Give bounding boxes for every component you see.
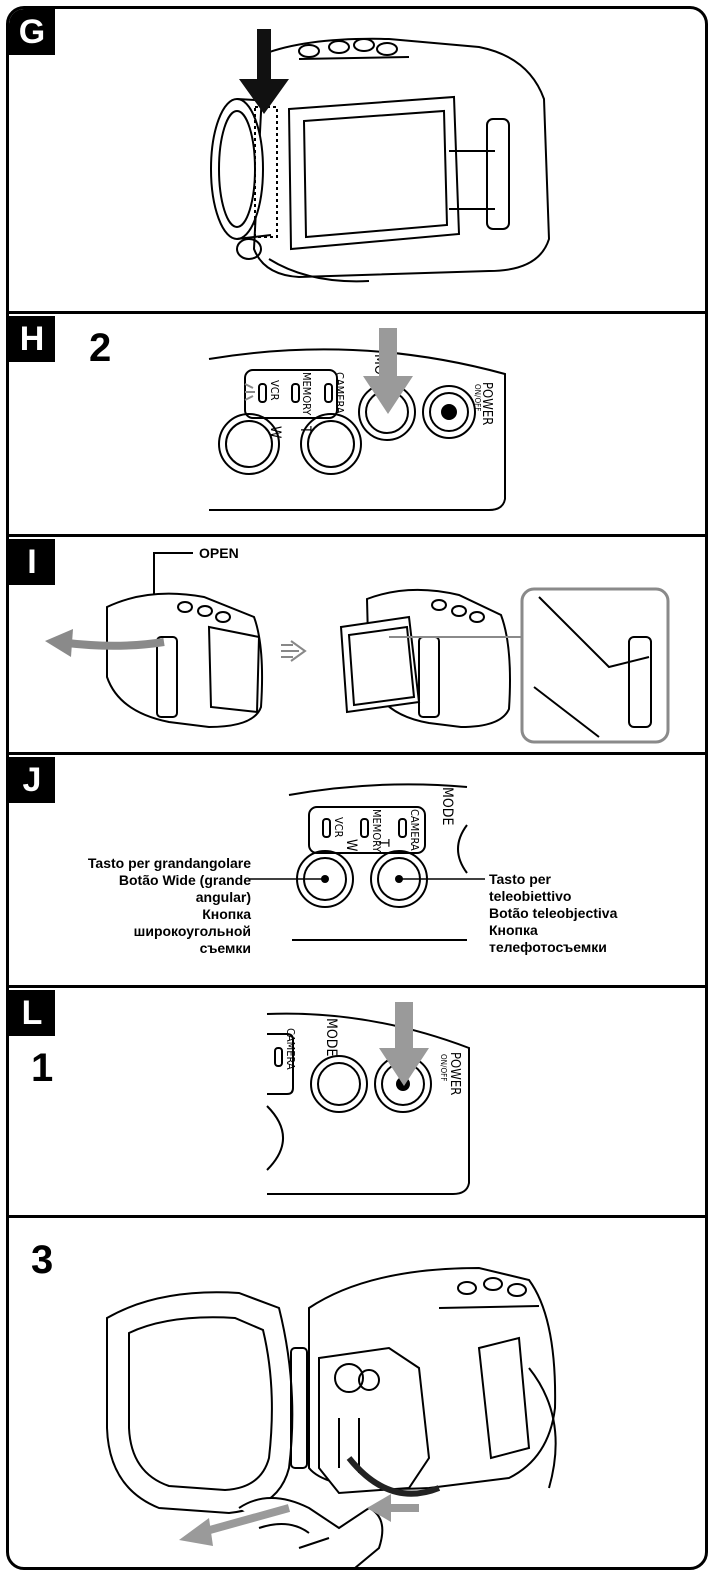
t-label: T — [297, 425, 313, 434]
section-badge-h: H — [9, 316, 55, 362]
mode-label: MODE — [439, 787, 455, 825]
section-l: L 1 CAMERA MODE POWER ON/OFF 3 — [9, 988, 705, 1567]
power-sub-label: ON/OFF — [439, 1054, 448, 1081]
memory-label: MEMORY — [370, 809, 383, 853]
w-label: W — [267, 426, 283, 439]
section-h: H 2 VCR MEMORY CAMERA MODE POWE — [9, 314, 705, 534]
divider-j-l — [9, 985, 705, 988]
open-label: OPEN — [199, 545, 239, 561]
section-i: I OPEN — [9, 537, 705, 752]
divider-step-1-3 — [9, 1215, 705, 1218]
section-badge-i: I — [9, 539, 55, 585]
wide-button-label: Tasto per grandangolare Botão Wide (gran… — [87, 855, 251, 956]
section-badge-g: G — [9, 9, 55, 55]
camera-label: CAMERA — [284, 1028, 297, 1070]
power-label: POWER — [447, 1052, 462, 1095]
step-number: 2 — [89, 326, 112, 370]
camcorder-insert-illustration — [106, 1266, 557, 1567]
camcorder-housing-illustration — [210, 29, 551, 283]
section-g: G — [9, 9, 705, 314]
camera-label: CAMERA — [333, 372, 346, 414]
divider-i-j — [9, 752, 705, 755]
section-badge-l: L — [9, 990, 55, 1036]
tele-button-label: Tasto per teleobiettivo Botão teleobject… — [489, 871, 618, 955]
mode-label: MODE — [323, 1018, 339, 1056]
manual-page: G — [6, 6, 708, 1570]
vcr-label: VCR — [332, 817, 345, 838]
w-label: W — [343, 839, 359, 852]
power-label: POWER — [479, 382, 494, 425]
divider-g-h — [9, 311, 705, 314]
step-number-3: 3 — [31, 1238, 54, 1282]
t-label: T — [375, 838, 391, 847]
divider-h-i — [9, 534, 705, 537]
step-number-1: 1 — [31, 1046, 54, 1090]
open-door-illustration — [45, 552, 670, 744]
memory-label: MEMORY — [300, 372, 313, 416]
power-sub-label: ON/OFF — [473, 384, 482, 411]
zoom-button-panel: VCR MEMORY CAMERA MODE W T — [249, 783, 485, 941]
vcr-label: VCR — [268, 380, 281, 401]
camera-label: CAMERA — [408, 809, 421, 851]
section-badge-j: J — [9, 757, 55, 803]
mode-button-panel: VCR MEMORY CAMERA MODE POWER ON/OFF W T — [208, 328, 506, 511]
power-button-panel: CAMERA MODE POWER ON/OFF — [266, 1002, 470, 1195]
section-j: J VCR MEMORY CAMERA MODE W — [9, 755, 705, 985]
